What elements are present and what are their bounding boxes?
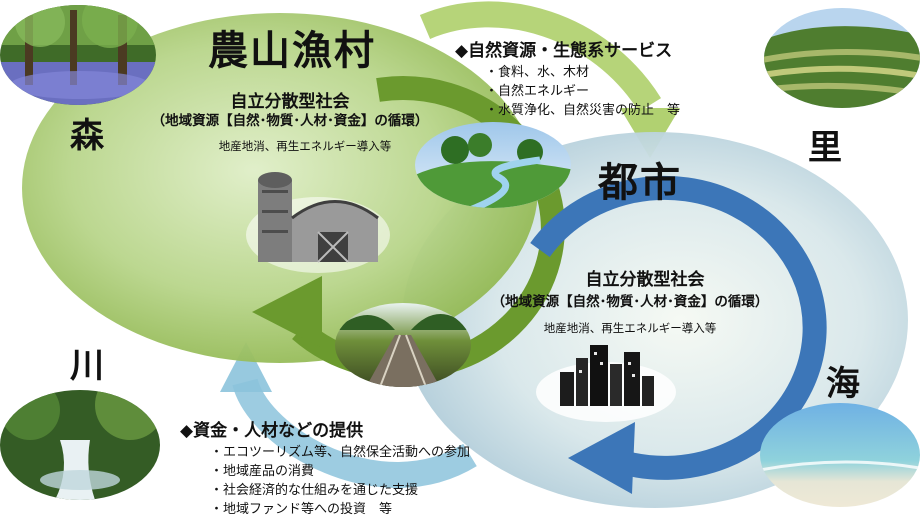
city-box-subtitle: （地域資源【自然･物質･人材･資金】の循環）	[491, 294, 769, 310]
rural-to-city-list: ・食料、水、木材 ・自然エネルギー ・水質浄化、自然災害の防止 等	[485, 63, 680, 120]
landscape-photo	[415, 122, 571, 208]
connector-arrow-rural-to-city	[419, 1, 662, 113]
beach-photo	[760, 403, 920, 507]
list-item: ・エコツーリズム等、自然保全活動への参加	[210, 445, 471, 460]
city-cycle-arrow-head	[568, 422, 635, 494]
list-item: ・自然エネルギー	[485, 84, 590, 99]
list-item: ・社会経済的な仕組みを通じた支援	[210, 483, 419, 498]
city-to-rural-list: ・エコツーリズム等、自然保全活動への参加 ・地域産品の消費 ・社会経済的な仕組み…	[210, 443, 470, 519]
city-cycle-arrow	[530, 175, 827, 480]
connector-arrow-city-to-rural-head	[220, 342, 272, 392]
list-item: ・水質浄化、自然災害の防止 等	[485, 103, 681, 118]
river-label: 川	[70, 346, 104, 386]
rural-box-note: 地産地消、再生エネルギー導入等	[218, 139, 392, 153]
list-item: ・地域ファンド等への投資 等	[210, 502, 393, 517]
city-box-title: 自立分散型社会	[585, 270, 705, 290]
river-photo	[0, 390, 160, 500]
city-to-rural-flow: ◆資金・人材などの提供 ・エコツーリズム等、自然保全活動への参加 ・地域産品の消…	[180, 416, 470, 519]
rural-to-city-title: ◆自然資源・生態系サービス	[455, 41, 673, 61]
rural-box-subtitle: （地域資源【自然･物質･人材･資金】の循環）	[151, 113, 429, 129]
village-label: 里	[808, 128, 842, 168]
rural-to-city-flow: ◆自然資源・生態系サービス ・食料、水、木材 ・自然エネルギー ・水質浄化、自然…	[455, 36, 680, 120]
terrace-photo	[764, 8, 920, 108]
city-to-rural-title: ◆資金・人材などの提供	[180, 421, 364, 441]
city-box-note: 地産地消、再生エネルギー導入等	[543, 321, 717, 335]
rural-label: 農山漁村	[208, 28, 376, 74]
forest-label: 森	[70, 116, 104, 156]
rural-cycle-arrow-head	[252, 276, 322, 348]
barn-illustration	[246, 172, 390, 273]
sea-label: 海	[826, 364, 860, 404]
list-item: ・食料、水、木材	[485, 65, 590, 80]
rural-box-title: 自立分散型社会	[230, 92, 350, 112]
railway-photo	[335, 303, 471, 387]
city-skyline-illustration	[536, 345, 676, 422]
connector-arrow-city-to-rural	[232, 377, 477, 488]
list-item: ・地域産品の消費	[210, 464, 315, 479]
city-label: 都市	[598, 160, 682, 206]
